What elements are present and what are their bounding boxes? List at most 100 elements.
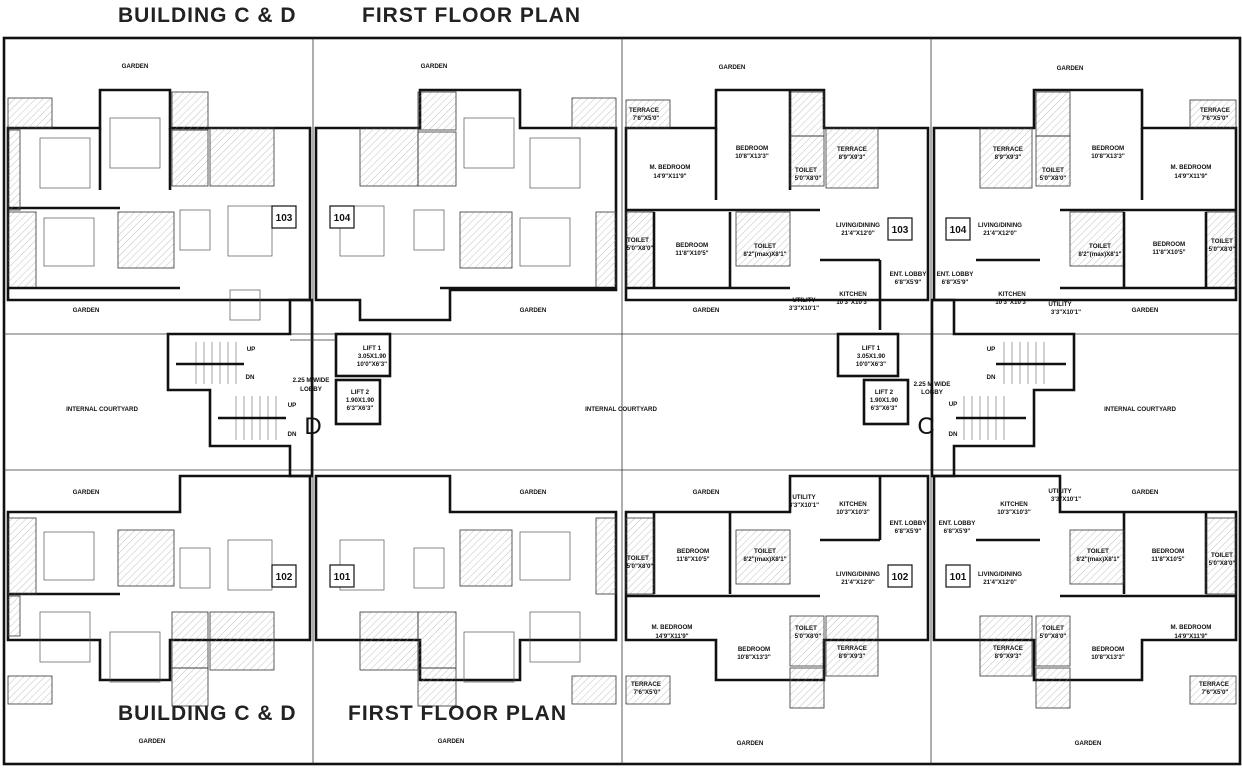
terrace-small-label: TERRACE [1199,681,1229,688]
utility-dim: 3'3"X10'1" [789,502,819,509]
bedroom-label: BEDROOM [1152,548,1184,555]
toilet-label: TOILET [795,167,817,174]
unit-number-104-c: 104 [950,225,967,236]
garden-label: GARDEN [737,740,764,747]
bedroom-dim: 11'8"X10'5" [676,556,709,563]
lift-2-label: LIFT 2 [875,389,894,396]
toilet-label: TOILET [627,237,649,244]
unit-upper-right-b [932,88,1238,302]
toilet-label: TOILET [1089,243,1111,250]
garden-label: GARDEN [1057,65,1084,72]
bedroom-dim: 10'8"X13'3" [1091,654,1125,661]
bedroom-label: BEDROOM [736,145,768,152]
toilet-dim: 5'0"X8'0" [1040,175,1067,182]
toilet-dim: 8'2"(max)X8'1" [743,556,786,563]
entrance-lobby-label: ENT. LOBBY [937,271,975,278]
bedroom-label: BEDROOM [676,242,708,249]
toilet-label: TOILET [1042,167,1064,174]
master-bedroom-label: M. BEDROOM [1171,164,1212,171]
toilet-label: TOILET [795,625,817,632]
bedroom-label: BEDROOM [677,548,709,555]
master-bedroom-dim: 14'9"X11'9" [653,173,686,180]
lobby-label: LOBBY [300,386,323,393]
core-building-d [166,298,392,478]
unit-number-103-d: 103 [276,213,293,224]
building-letter-c: C [917,413,934,440]
toilet-label: TOILET [754,243,776,250]
lift-2-label: LIFT 2 [351,389,370,396]
terrace-small-dim: 7'6"X5'0" [1202,115,1229,122]
lobby-label: LOBBY [921,389,944,396]
unit-number-102-c: 102 [892,572,909,583]
garden-label: GARDEN [438,738,465,745]
bedroom-dim: 10'8"X13'3" [735,153,769,160]
utility-label: UTILITY [1048,488,1072,495]
garden-label: GARDEN [520,489,547,496]
garden-label: GARDEN [139,738,166,745]
utility-label: UTILITY [1048,301,1072,308]
toilet-label: TOILET [627,555,649,562]
unit-number-104-d: 104 [334,213,351,224]
living-dining-label: LIVING/DINING [978,571,1022,578]
lift-2-label: 1.90X1.90 [346,397,375,404]
unit-lower-center [314,474,618,707]
lift-1-label: 3.05X1.90 [857,353,886,360]
entrance-lobby-label: ENT. LOBBY [890,520,928,527]
terrace-small-dim: 7'6"X5'0" [634,689,661,696]
kitchen-label: KITCHEN [839,291,867,298]
unit-lower-right-a [624,474,930,709]
master-bedroom-dim: 14'9"X11'9" [1174,173,1207,180]
lift-2-label: 1.90X1.90 [870,397,899,404]
kitchen-dim: 10'3"X10'3" [836,509,870,516]
living-dining-dim: 21'4"X12'0" [983,230,1017,237]
utility-dim: 3'3"X10'1" [1051,496,1081,503]
terrace-label: TERRACE [993,645,1023,652]
terrace-small-label: TERRACE [631,681,661,688]
unit-lower-left [6,474,312,707]
lift-2-label: 6'3"X6'3" [347,405,374,412]
terrace-dim: 8'9"X9'3" [839,653,866,660]
lift-1-label: 10'0"X6'3" [357,361,387,368]
building-title: BUILDING C & D [118,4,297,27]
garden-label: GARDEN [719,64,746,71]
terrace-dim: 8'9"X9'3" [839,154,866,161]
lift-2-label: 6'3"X6'3" [871,405,898,412]
garden-label: GARDEN [421,63,448,70]
floor-plan-title-bottom: FIRST FLOOR PLAN [348,702,567,725]
utility-dim: 3'3"X10'1" [1051,309,1081,316]
bedroom-label: BEDROOM [1092,646,1124,653]
stair-up-label: UP [247,346,256,353]
terrace-label: TERRACE [837,645,867,652]
terrace-label: TERRACE [993,146,1023,153]
garden-label: GARDEN [1132,489,1159,496]
toilet-dim: 8'2"(max)X8'1" [1078,251,1121,258]
lift-1-label: LIFT 1 [862,345,881,352]
unit-number-101-c: 101 [950,572,967,583]
master-bedroom-dim: 14'9"X11'9" [1174,633,1207,640]
bedroom-label: BEDROOM [1153,241,1185,248]
toilet-label: TOILET [1087,548,1109,555]
living-dining-label: LIVING/DINING [836,571,880,578]
unit-lower-right-b [932,474,1238,709]
toilet-dim: 5'0"X8'0" [795,175,822,182]
kitchen-dim: 10'3"X10'3" [995,299,1029,306]
bedroom-dim: 11'8"X10'5" [1152,249,1185,256]
unit-upper-right-a [624,88,930,330]
master-bedroom-label: M. BEDROOM [652,624,693,631]
utility-dim: 3'3"X10'1" [789,305,819,312]
living-dining-dim: 21'4"X12'0" [841,230,875,237]
unit-upper-center [314,88,618,322]
living-dining-label: LIVING/DINING [836,222,880,229]
building-letter-d: D [304,413,321,440]
entrance-lobby-label: ENT. LOBBY [939,520,977,527]
lift-1-label: 3.05X1.90 [358,353,387,360]
unit-number-103-c: 103 [892,225,909,236]
bedroom-dim: 11'8"X10'5" [1151,556,1184,563]
garden-label: GARDEN [1132,307,1159,314]
terrace-dim: 8'9"X9'3" [995,154,1022,161]
living-dining-dim: 21'4"X12'0" [983,579,1017,586]
unit-upper-left [6,88,312,321]
terrace-label: TERRACE [837,146,867,153]
master-bedroom-dim: 14'9"X11'9" [655,633,688,640]
